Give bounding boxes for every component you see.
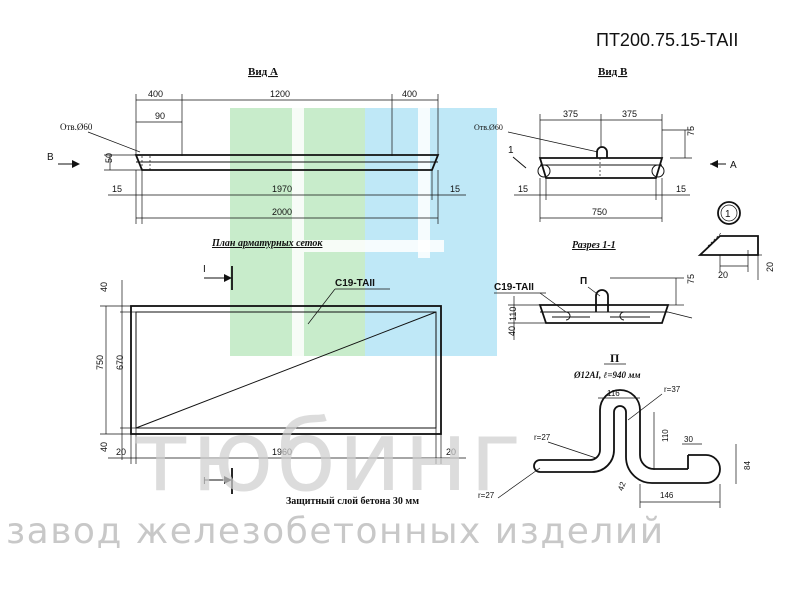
detail-1-dim-20-a: 20	[718, 270, 728, 280]
plan-dim-40-top: 40	[99, 282, 109, 292]
loop-dim-84: 84	[743, 461, 752, 470]
watermark-blue-block	[365, 108, 497, 356]
loop-r37: r=37	[664, 385, 681, 394]
plan-note: Защитный слой бетона 30 мм	[286, 496, 419, 507]
view-b-loop	[596, 146, 608, 158]
plan-cut-mark-top: I	[203, 264, 206, 275]
view-a-arrow-label: В	[47, 152, 54, 163]
detail-1-profile	[697, 235, 759, 256]
view-b-dim-375-left: 375	[563, 109, 578, 119]
plan-slab-outline	[130, 305, 442, 435]
watermark-tagline: завод железобетонных изделий	[6, 511, 665, 552]
view-a-dim-right: 400	[402, 89, 417, 99]
plan-mesh-outline	[135, 311, 437, 429]
plan-dim-750: 750	[95, 355, 105, 370]
plan-cut-mark-bottom: I	[203, 476, 206, 487]
section-1-1: Разрез 1-1 П С19-ТАII 110 40 75	[494, 240, 696, 340]
section-dim-40: 40	[507, 326, 517, 336]
sheet-title: ПТ200.75.15-ТАII	[596, 30, 738, 50]
section-label: Разрез 1-1	[572, 240, 616, 251]
plan-dim-1960: 1960	[272, 447, 292, 457]
view-a-dim-1970: 1970	[272, 184, 292, 194]
loop-detail: П Ø12АI, ℓ=940 мм 116 r=37 r=27 r=27 110…	[478, 351, 752, 508]
view-b-dim-15-left: 15	[518, 184, 528, 194]
detail-1-mark: 1	[725, 209, 731, 220]
view-a-dim-15-left: 15	[112, 184, 122, 194]
view-a: Вид А 400 1200 400 90 Отв.Ø60 В 50	[47, 66, 466, 224]
loop-dim-30: 30	[684, 435, 693, 444]
loop-bar-inner	[540, 405, 721, 484]
loop-title: П	[610, 351, 620, 365]
plan-view: План арматурных сеток I I С19-ТАII 40 75…	[95, 238, 466, 507]
plan-dim-20-left: 20	[116, 447, 126, 457]
view-a-dim-90: 90	[155, 111, 165, 121]
view-a-dim-15-right: 15	[450, 184, 460, 194]
loop-r27-bottom: r=27	[478, 491, 495, 500]
view-a-dim-left: 400	[148, 89, 163, 99]
view-b-hole-label: Отв.Ø60	[474, 123, 503, 132]
loop-dim-116: 116	[607, 389, 620, 398]
view-b-dim-75: 75	[686, 126, 696, 136]
plan-dim-40-bottom: 40	[99, 442, 109, 452]
view-a-label: Вид А	[248, 66, 278, 78]
view-b-dim-375-right: 375	[622, 109, 637, 119]
detail-1: 1 20 20	[697, 201, 775, 280]
loop-r27-top: r=27	[534, 433, 551, 442]
plan-dim-670: 670	[115, 355, 125, 370]
plan-mesh-diagonal	[135, 311, 437, 429]
section-dim-75: 75	[686, 274, 696, 284]
view-a-dim-height: 50	[104, 153, 114, 163]
loop-dim-146: 146	[660, 491, 674, 500]
detail-1-dim-20-b: 20	[765, 262, 775, 272]
section-loop-label: П	[580, 276, 587, 287]
view-b-dim-750: 750	[592, 207, 607, 217]
view-b-arrow-label: А	[730, 160, 737, 171]
view-a-dim-mid: 1200	[270, 89, 290, 99]
view-b-section-mark: 1	[508, 145, 514, 156]
section-slab	[538, 304, 670, 324]
watermark-logo	[230, 108, 497, 356]
loop-spec: Ø12АI, ℓ=940 мм	[573, 370, 641, 380]
loop-bar-outer	[540, 389, 688, 470]
section-loop	[595, 289, 609, 312]
section-dim-110: 110	[508, 307, 518, 321]
plan-dim-20-right: 20	[446, 447, 456, 457]
view-a-dim-2000: 2000	[272, 207, 292, 217]
plan-mesh-label: С19-ТАII	[335, 278, 375, 289]
detail-1-circle	[717, 201, 741, 225]
view-a-hole-label: Отв.Ø60	[60, 122, 93, 132]
section-mesh-label: С19-ТАII	[494, 282, 534, 293]
view-b: Вид В 375 375 Отв.Ø60 1 75 А	[474, 66, 737, 222]
loop-dim-110: 110	[661, 429, 670, 442]
view-b-slab	[538, 157, 664, 179]
watermark-brand: тюбинг	[132, 400, 523, 514]
plan-label: План арматурных сеток	[211, 238, 323, 249]
loop-dim-42: 42	[616, 480, 628, 492]
view-b-dim-15-right: 15	[676, 184, 686, 194]
view-b-label: Вид В	[598, 66, 628, 78]
